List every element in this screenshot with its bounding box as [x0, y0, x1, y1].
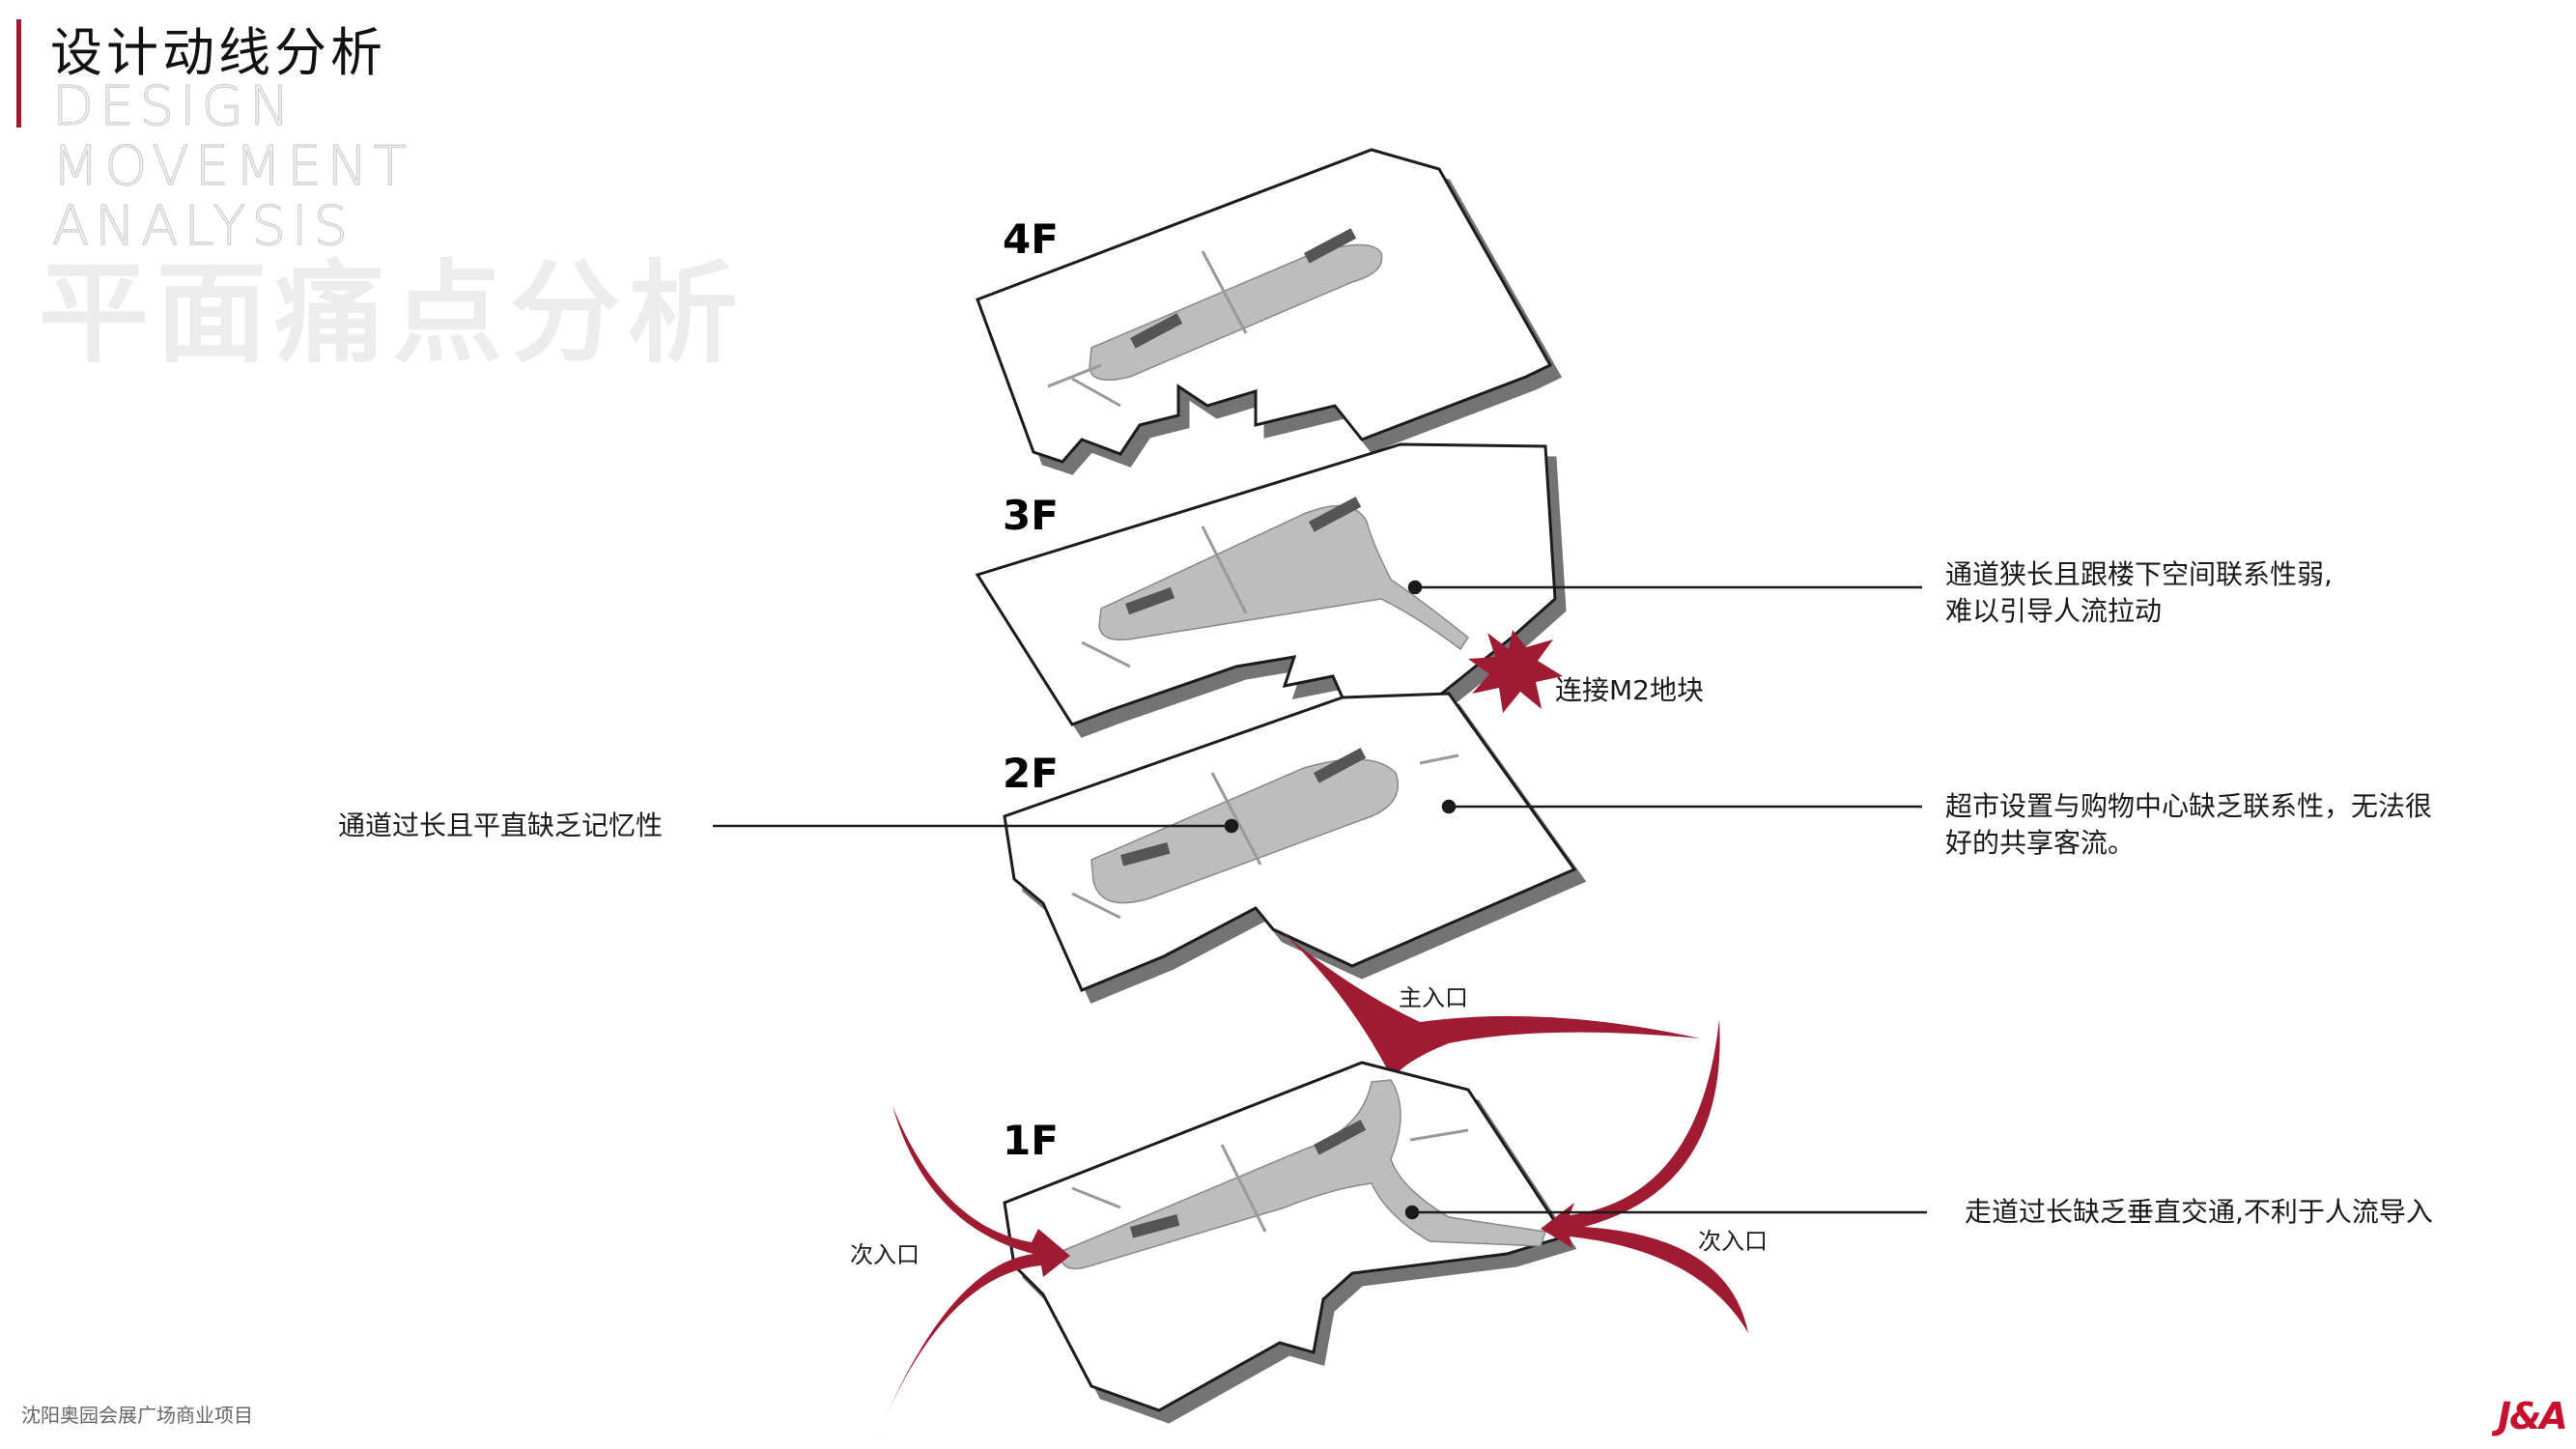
- annotation-side-entrance-right: 次入口: [1698, 1228, 1768, 1255]
- title-en-line-3: ANALYSIS: [51, 194, 354, 258]
- escalator: [1129, 1120, 1367, 1238]
- page-title: 设计动线分析: [50, 22, 386, 83]
- escalator: [1120, 748, 1367, 867]
- floor-3f: [975, 442, 1563, 726]
- annotation-main-entrance: 主入口: [1399, 984, 1468, 1011]
- title-accent-bar: [16, 19, 21, 128]
- side-entrance-flow-right: [1541, 1019, 1748, 1333]
- annotation-side-entrance-left: 次入口: [850, 1241, 920, 1268]
- floor-label-4f: 4F: [1003, 215, 1059, 263]
- title-en-line-1: DESIGN: [51, 74, 296, 138]
- escalator: [1125, 497, 1362, 615]
- leader-lines: [713, 580, 1927, 1220]
- annotation-1f-issue: 走道过长缺乏垂直交通,不利于人流导入: [1965, 1196, 2433, 1228]
- annotation-2f-right-line-2: 好的共享客流。: [1945, 827, 2136, 859]
- floor-label-2f: 2F: [1003, 750, 1059, 797]
- floor-4f: [976, 148, 1553, 464]
- floor-3f-lines: [1081, 526, 1248, 668]
- project-name: 沈阳奥园会展广场商业项目: [21, 1404, 253, 1427]
- floor-1f-corridor: [1060, 1079, 1546, 1270]
- escalator: [1130, 228, 1357, 349]
- annotation-2f-left: 通道过长且平直缺乏记忆性: [338, 810, 664, 841]
- main-entrance-flow: [1275, 925, 1700, 1101]
- floor-label-3f: 3F: [1003, 492, 1059, 539]
- annotation-3f-line-1: 通道狭长且跟楼下空间联系性弱,: [1945, 558, 2333, 590]
- floor-4f-lines: [1047, 250, 1248, 408]
- floor-2f-lines: [1071, 753, 1459, 920]
- annotation-2f-right-line-1: 超市设置与购物中心缺乏联系性，无法很: [1945, 790, 2433, 822]
- title-en-line-2: MOVEMENT: [51, 134, 412, 198]
- m2-link-starburst: [1468, 630, 1563, 713]
- floor-1f: [1003, 1061, 1568, 1412]
- floor-1f-slab: [1003, 1061, 1568, 1412]
- annotation-m2-link: 连接M2地块: [1555, 674, 1704, 706]
- floor-1f-lines: [1071, 1128, 1469, 1233]
- floor-3f-corridor: [1098, 504, 1470, 651]
- annotation-3f-line-2: 难以引导人流拉动: [1945, 595, 2163, 627]
- section-subtitle: 平面痛点分析: [39, 248, 747, 378]
- floor-2f: [1003, 692, 1577, 992]
- company-logo: J&A: [2498, 1395, 2568, 1437]
- floor-label-1f: 1F: [1003, 1117, 1059, 1164]
